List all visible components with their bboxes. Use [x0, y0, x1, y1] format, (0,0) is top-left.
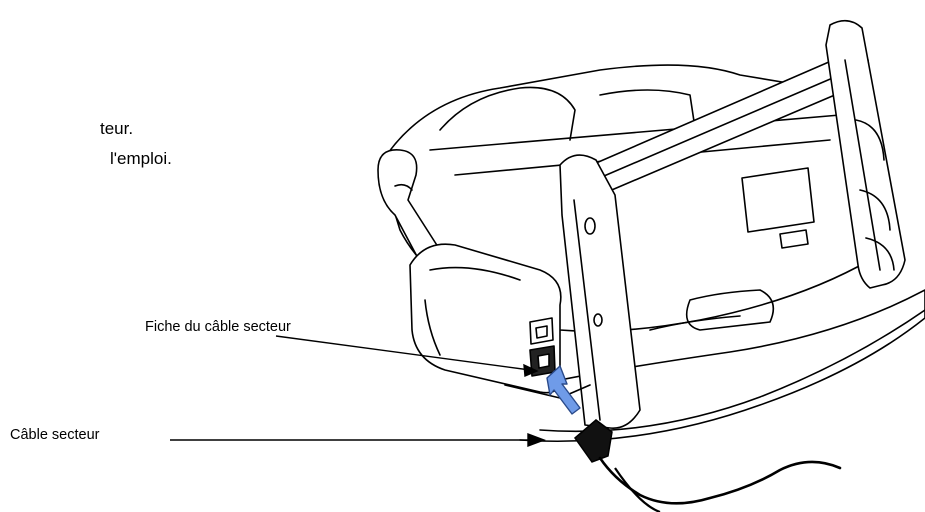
rotary-knob: [377, 149, 441, 263]
handle-support-right: [825, 19, 906, 289]
power-plug-label: Fiche du câble secteur: [145, 319, 291, 335]
plug-leader-line: [275, 335, 531, 371]
power-socket-upper: [529, 317, 554, 345]
insertion-arrow: [546, 365, 581, 415]
power-cable: [573, 419, 842, 512]
power-cable-label: Câble secteur: [10, 427, 100, 443]
handle-support-left: [559, 154, 641, 429]
instruction-text-fragment-2: l'emploi.: [110, 149, 172, 168]
instruction-text-fragment-1: teur.: [100, 119, 134, 138]
